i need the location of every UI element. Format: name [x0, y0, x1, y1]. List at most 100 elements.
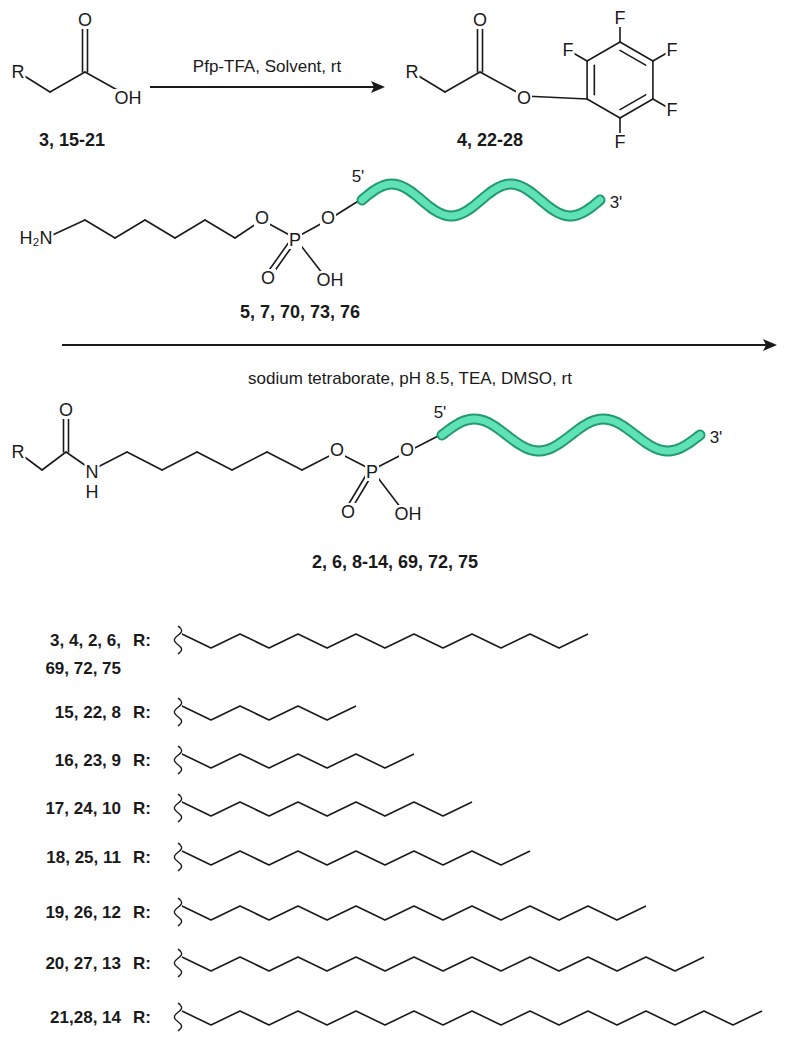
bond-line: [87, 22, 89, 72]
compound-number: R:: [132, 704, 152, 721]
bond-line: [82, 22, 84, 72]
bond-line: [620, 42, 653, 61]
compound-number: 20, 27, 13: [44, 955, 122, 972]
atom-label: R: [405, 63, 420, 81]
atom-label: O: [399, 441, 415, 459]
atom-label: O: [77, 11, 93, 29]
attachment-wavy-bond: [174, 698, 181, 726]
atom-label: F: [665, 101, 678, 119]
compound-number: 16, 23, 9: [54, 752, 122, 769]
bond-line: [197, 452, 232, 470]
compound-number: R:: [132, 904, 152, 921]
dna-strand: [362, 184, 600, 216]
attachment-wavy-bond: [174, 626, 181, 654]
atom-label: Pfp-TFA, Solvent, rt: [192, 58, 342, 75]
atom-label: O: [472, 11, 488, 29]
compound-number: 15, 22, 8: [54, 704, 122, 721]
bond-line: [205, 220, 235, 238]
compound-number: R:: [132, 955, 152, 972]
atom-label: 5': [351, 168, 366, 185]
bond-line: [586, 61, 588, 99]
atom-label: P: [365, 463, 379, 481]
atom-label: 5': [433, 404, 448, 421]
alkyl-chain: [182, 802, 472, 816]
bond-line: [175, 220, 205, 238]
bond-line: [620, 50, 646, 65]
atom-label: F: [614, 133, 627, 151]
attachment-wavy-bond: [174, 949, 181, 977]
dna-strand-edge: [442, 419, 700, 451]
attachment-wavy-bond: [174, 1003, 181, 1031]
compound-number: 4, 22-28: [456, 131, 524, 149]
dna-strand-edge: [362, 184, 600, 216]
compound-number: R:: [132, 752, 152, 769]
atom-label: H₂N: [19, 229, 54, 247]
atom-label: O: [58, 401, 74, 419]
atom-label: F: [562, 41, 575, 59]
compound-number: 21,28, 14: [49, 1009, 122, 1026]
reaction-arrow: [150, 86, 375, 88]
alkyl-chain: [182, 851, 530, 865]
alkyl-chain: [182, 1011, 762, 1025]
atom-label: OH: [394, 505, 423, 523]
arrow-head: [763, 339, 777, 351]
arrow-head: [371, 81, 385, 93]
bond-line: [42, 452, 66, 470]
atom-label: OH: [114, 89, 143, 107]
alkyl-chain: [182, 706, 356, 720]
bond-line: [652, 61, 654, 99]
atom-label: O: [254, 209, 270, 227]
alkyl-chain: [182, 634, 588, 648]
bond-line: [115, 220, 145, 238]
atom-label: R: [11, 63, 26, 81]
bond-line: [127, 452, 162, 470]
atom-label: O: [329, 441, 345, 459]
bond-line: [482, 22, 484, 72]
alkyl-chain: [182, 906, 646, 920]
dna-strand: [442, 419, 700, 451]
atom-label: sodium tetraborate, pH 8.5, TEA, DMSO, r…: [247, 370, 573, 387]
atom-label: O: [516, 89, 532, 107]
bond-line: [445, 72, 480, 92]
compound-number: 2, 6, 8-14, 69, 72, 75: [311, 553, 479, 571]
compound-number: 18, 25, 11: [45, 849, 122, 866]
attachment-wavy-bond: [174, 843, 181, 871]
compound-number: R:: [132, 1009, 152, 1026]
bond-line: [587, 99, 620, 118]
compound-number: R:: [132, 849, 152, 866]
bond-line: [50, 72, 85, 92]
atom-label: O: [340, 503, 356, 521]
bond-line: [85, 220, 115, 238]
compound-number: 5, 7, 70, 73, 76: [239, 303, 361, 321]
compound-number: 69, 72, 75: [44, 660, 122, 677]
bond-line: [162, 452, 197, 470]
bond-line: [594, 65, 596, 95]
alkyl-chain: [182, 754, 414, 768]
bond-line: [587, 42, 620, 61]
bond-line: [145, 220, 175, 238]
atom-label: OH: [316, 271, 345, 289]
reaction-arrow: [62, 344, 767, 346]
atom-label: O: [260, 269, 276, 287]
atom-label: 3': [709, 429, 724, 446]
atom-label: 3': [609, 194, 624, 211]
atom-label: R: [11, 443, 26, 461]
bond-line: [620, 95, 646, 110]
compound-number: 3, 15-21: [38, 131, 106, 149]
atom-label: N: [85, 463, 100, 481]
attachment-wavy-bond: [174, 898, 181, 926]
alkyl-chain: [182, 957, 704, 971]
attachment-wavy-bond: [174, 746, 181, 774]
compound-number: 19, 26, 12: [44, 904, 122, 921]
compound-number: 17, 24, 10: [44, 800, 122, 817]
compound-number: R:: [132, 632, 152, 649]
bond-line: [620, 99, 653, 118]
atom-label: F: [665, 41, 678, 59]
atom-label: H: [85, 483, 100, 501]
attachment-wavy-bond: [174, 794, 181, 822]
bond-line: [232, 452, 267, 470]
atom-label: F: [614, 9, 627, 27]
compound-number: R:: [132, 800, 152, 817]
bond-line: [267, 452, 302, 470]
